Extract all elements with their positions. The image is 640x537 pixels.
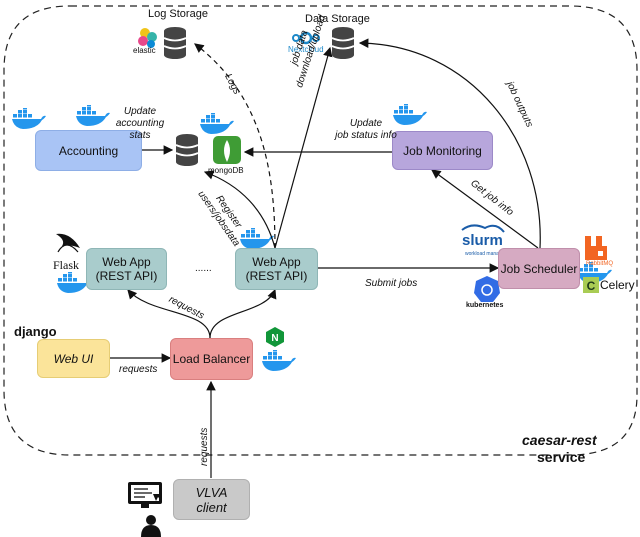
- requests-webui-label: requests: [119, 364, 158, 375]
- webapp1-box: Web App (REST API): [86, 248, 167, 290]
- job-monitoring-box: Job Monitoring: [392, 131, 493, 170]
- monitor-icon: [128, 482, 162, 508]
- service-subtitle: service: [537, 449, 586, 465]
- svg-text:N: N: [271, 333, 278, 344]
- svg-text:C: C: [587, 279, 596, 293]
- arrow-logs: [194, 43, 276, 249]
- webapp1-line2: (REST API): [95, 269, 158, 283]
- nextcloud-icon: [292, 31, 320, 45]
- slurm-icon: [461, 224, 505, 233]
- update-job-status-line1: Update: [349, 118, 383, 129]
- submit-jobs-label: Submit jobs: [365, 278, 418, 289]
- nextcloud-label: Nextcloud: [288, 45, 324, 54]
- job-monitoring-label: Job Monitoring: [403, 143, 482, 158]
- kubernetes-label: kubernetes: [466, 302, 504, 309]
- celery-icon: C: [583, 277, 599, 293]
- load-balancer-label: Load Balancer: [172, 352, 251, 366]
- vlva-line1: VLVA: [195, 484, 228, 500]
- nginx-icon: N: [266, 327, 284, 347]
- rabbitmq-label: RabbitMQ: [586, 261, 614, 267]
- webapp1-line1: Web App: [102, 255, 151, 269]
- web-ui-box: Web UI: [37, 339, 110, 378]
- vlva-client-box: VLVA client: [173, 479, 250, 520]
- accounting-label: Accounting: [58, 143, 119, 158]
- update-accounting-line2: accounting: [115, 118, 165, 129]
- arrow-requests-webapp2: [209, 288, 277, 339]
- job-scheduler-box: Job Scheduler: [498, 248, 580, 289]
- vlva-line2: client: [196, 499, 227, 515]
- service-boundary: [3, 5, 638, 456]
- django-label: django: [14, 324, 57, 339]
- flask-icon: [56, 233, 80, 253]
- kubernetes-icon: [474, 276, 500, 302]
- webapp2-line2: (REST API): [245, 269, 308, 283]
- slurm-sub-label: workload manager: [465, 251, 507, 257]
- update-accounting-line3: stats: [129, 130, 151, 141]
- job-scheduler-label: Job Scheduler: [500, 261, 578, 276]
- arrow-requests-webapp1: [127, 289, 211, 339]
- update-job-status-label: Update job status info: [328, 118, 404, 142]
- webapp2-box: Web App (REST API): [235, 248, 318, 290]
- webapp2-line1: Web App: [252, 255, 301, 269]
- web-ui-label: Web UI: [53, 351, 94, 366]
- rabbitmq-icon: [585, 236, 607, 260]
- arrow-register: [203, 170, 276, 249]
- mongodb-icon: [213, 136, 241, 164]
- update-job-status-line2: job status info: [335, 130, 397, 141]
- update-accounting-label: Update accounting stats: [115, 106, 165, 142]
- requests-client-label: requests: [199, 427, 210, 466]
- log-storage-title: Log Storage: [148, 8, 208, 20]
- load-balancer-box: Load Balancer: [170, 338, 253, 380]
- update-accounting-line1: Update: [123, 106, 157, 117]
- celery-label: Celery: [600, 278, 635, 292]
- arrow-job-data: [274, 46, 333, 249]
- elastic-label: elastic: [133, 46, 156, 55]
- service-name: caesar-rest: [522, 432, 597, 448]
- arrow-get-job-info: [431, 169, 539, 249]
- slurm-label: slurm: [462, 232, 503, 249]
- arrow-job-outputs: [358, 38, 541, 249]
- data-storage-title: Data Storage: [305, 13, 370, 25]
- mongodb-db-icon: [175, 133, 199, 167]
- elastic-icon: [138, 28, 157, 48]
- mongodb-label: mongoDB: [208, 166, 244, 175]
- log-storage-db-icon: [163, 26, 187, 60]
- flask-label: Flask: [53, 258, 80, 272]
- webapp-ellipsis: ......: [195, 263, 212, 274]
- user-icon: [141, 515, 161, 537]
- data-storage-db-icon: [331, 26, 355, 60]
- accounting-box: Accounting: [35, 130, 142, 171]
